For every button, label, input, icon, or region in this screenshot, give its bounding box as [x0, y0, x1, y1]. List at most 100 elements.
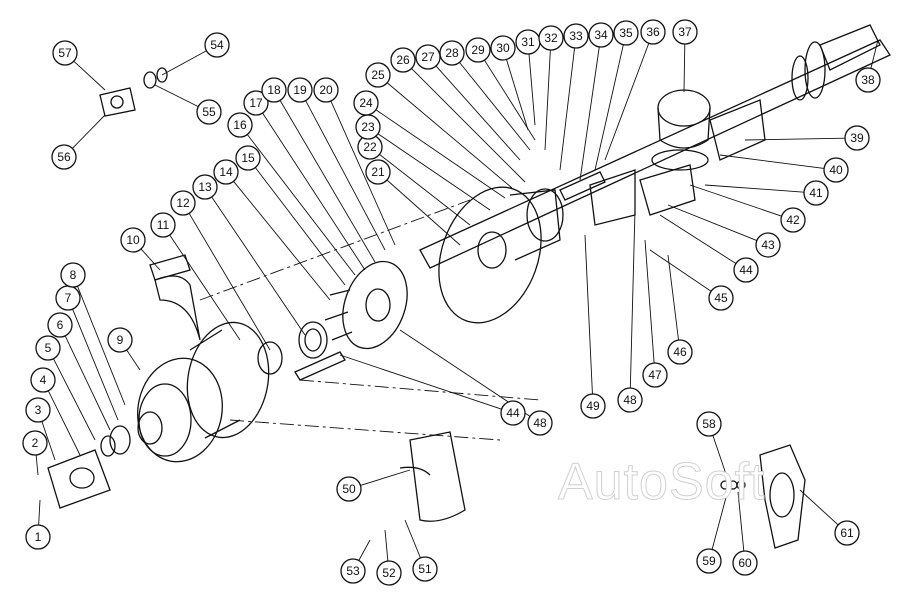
leader-line: [629, 209, 636, 389]
callout-number: 35: [619, 26, 633, 40]
bearing-rings: [257, 321, 346, 381]
callout-3: 3: [25, 397, 51, 423]
callout-44: 44: [500, 400, 526, 426]
callout-19: 19: [287, 77, 313, 103]
callout-number: 45: [714, 291, 728, 305]
callout-number: 25: [371, 68, 385, 82]
callout-24: 24: [353, 90, 379, 116]
callout-number: 57: [58, 46, 72, 60]
callout-circle: [642, 362, 668, 388]
brake-chamber: [651, 89, 711, 171]
leader-line: [719, 154, 825, 169]
callout-circle: [170, 190, 196, 216]
callout-11: 11: [150, 212, 176, 238]
callout-circle: [580, 393, 606, 419]
spider-flange: [324, 260, 408, 350]
callout-number: 21: [371, 165, 385, 179]
leader-line: [72, 114, 106, 149]
leader-line: [35, 454, 39, 476]
callout-number: 29: [471, 43, 485, 57]
callout-circle: [696, 548, 722, 574]
leader-line: [211, 196, 306, 336]
callout-circle: [390, 47, 416, 73]
leader-line: [459, 62, 531, 151]
callout-number: 39: [850, 131, 864, 145]
leader-lines: [35, 39, 879, 562]
callout-circle: [25, 524, 51, 550]
callout-54: 54: [204, 32, 230, 58]
leader-line: [704, 184, 805, 193]
leader-line: [667, 254, 679, 341]
callout-circle: [500, 400, 526, 426]
callout-circle: [844, 125, 870, 151]
callout-1: 1: [25, 524, 51, 550]
leader-line: [262, 112, 366, 271]
leader-line: [53, 358, 96, 441]
callout-number: 44: [739, 263, 753, 277]
callout-51: 51: [412, 556, 438, 582]
callout-circle: [25, 397, 51, 423]
callout-52: 52: [376, 560, 402, 586]
callout-16: 16: [227, 112, 253, 138]
callout-number: 10: [126, 233, 140, 247]
callout-number: 47: [648, 368, 662, 382]
callout-4: 4: [30, 367, 56, 393]
leader-line: [64, 335, 111, 431]
callout-number: 49: [586, 399, 600, 413]
callout-7: 7: [55, 285, 81, 311]
callout-circle: [313, 77, 339, 103]
leader-line: [330, 100, 396, 246]
callout-circle: [30, 367, 56, 393]
leader-line: [559, 47, 576, 171]
callout-number: 13: [198, 180, 212, 194]
brake-backing-plate: [438, 186, 564, 324]
leader-line: [254, 167, 346, 286]
callout-circle: [353, 90, 379, 116]
callout-circle: [780, 207, 806, 233]
callout-circle: [235, 145, 261, 171]
leader-line: [233, 181, 331, 301]
leader-line: [683, 43, 686, 93]
leader-line: [667, 204, 758, 241]
callout-39: 39: [844, 125, 870, 151]
callout-circle: [261, 77, 287, 103]
callout-number: 40: [829, 163, 843, 177]
leader-line: [411, 68, 526, 183]
callout-40: 40: [823, 157, 849, 183]
callout-number: 36: [646, 25, 660, 39]
leader-line: [72, 308, 119, 421]
callout-circle: [412, 556, 438, 582]
leader-line: [404, 519, 421, 559]
callout-circle: [243, 90, 269, 116]
callout-2: 2: [22, 430, 48, 456]
callout-number: 12: [176, 196, 190, 210]
callout-8: 8: [60, 262, 86, 288]
callout-circle: [732, 550, 758, 576]
callout-number: 18: [267, 83, 281, 97]
dash-lines: [199, 199, 541, 441]
leader-line: [544, 49, 551, 151]
callout-number: 34: [594, 28, 608, 42]
leader-line: [649, 249, 712, 292]
leader-line: [360, 469, 411, 486]
spare-bracket: [720, 444, 806, 549]
callout-number: 51: [418, 562, 432, 576]
leader-line: [689, 184, 782, 217]
small-flange: [99, 67, 168, 117]
callout-45: 45: [708, 285, 734, 311]
callout-48: 48: [527, 410, 553, 436]
callout-circle: [527, 410, 553, 436]
axle-beam: [419, 24, 891, 269]
leader-line: [744, 137, 846, 141]
callout-6: 6: [47, 312, 73, 338]
callout-number: 31: [521, 35, 535, 49]
brake-drum: [137, 321, 270, 463]
callout-number: 23: [361, 120, 375, 134]
callout-number: 58: [702, 417, 716, 431]
callout-25: 25: [365, 62, 391, 88]
callout-circle: [213, 159, 239, 185]
callout-circle: [439, 40, 465, 66]
callout-21: 21: [365, 159, 391, 185]
callout-31: 31: [515, 29, 541, 55]
